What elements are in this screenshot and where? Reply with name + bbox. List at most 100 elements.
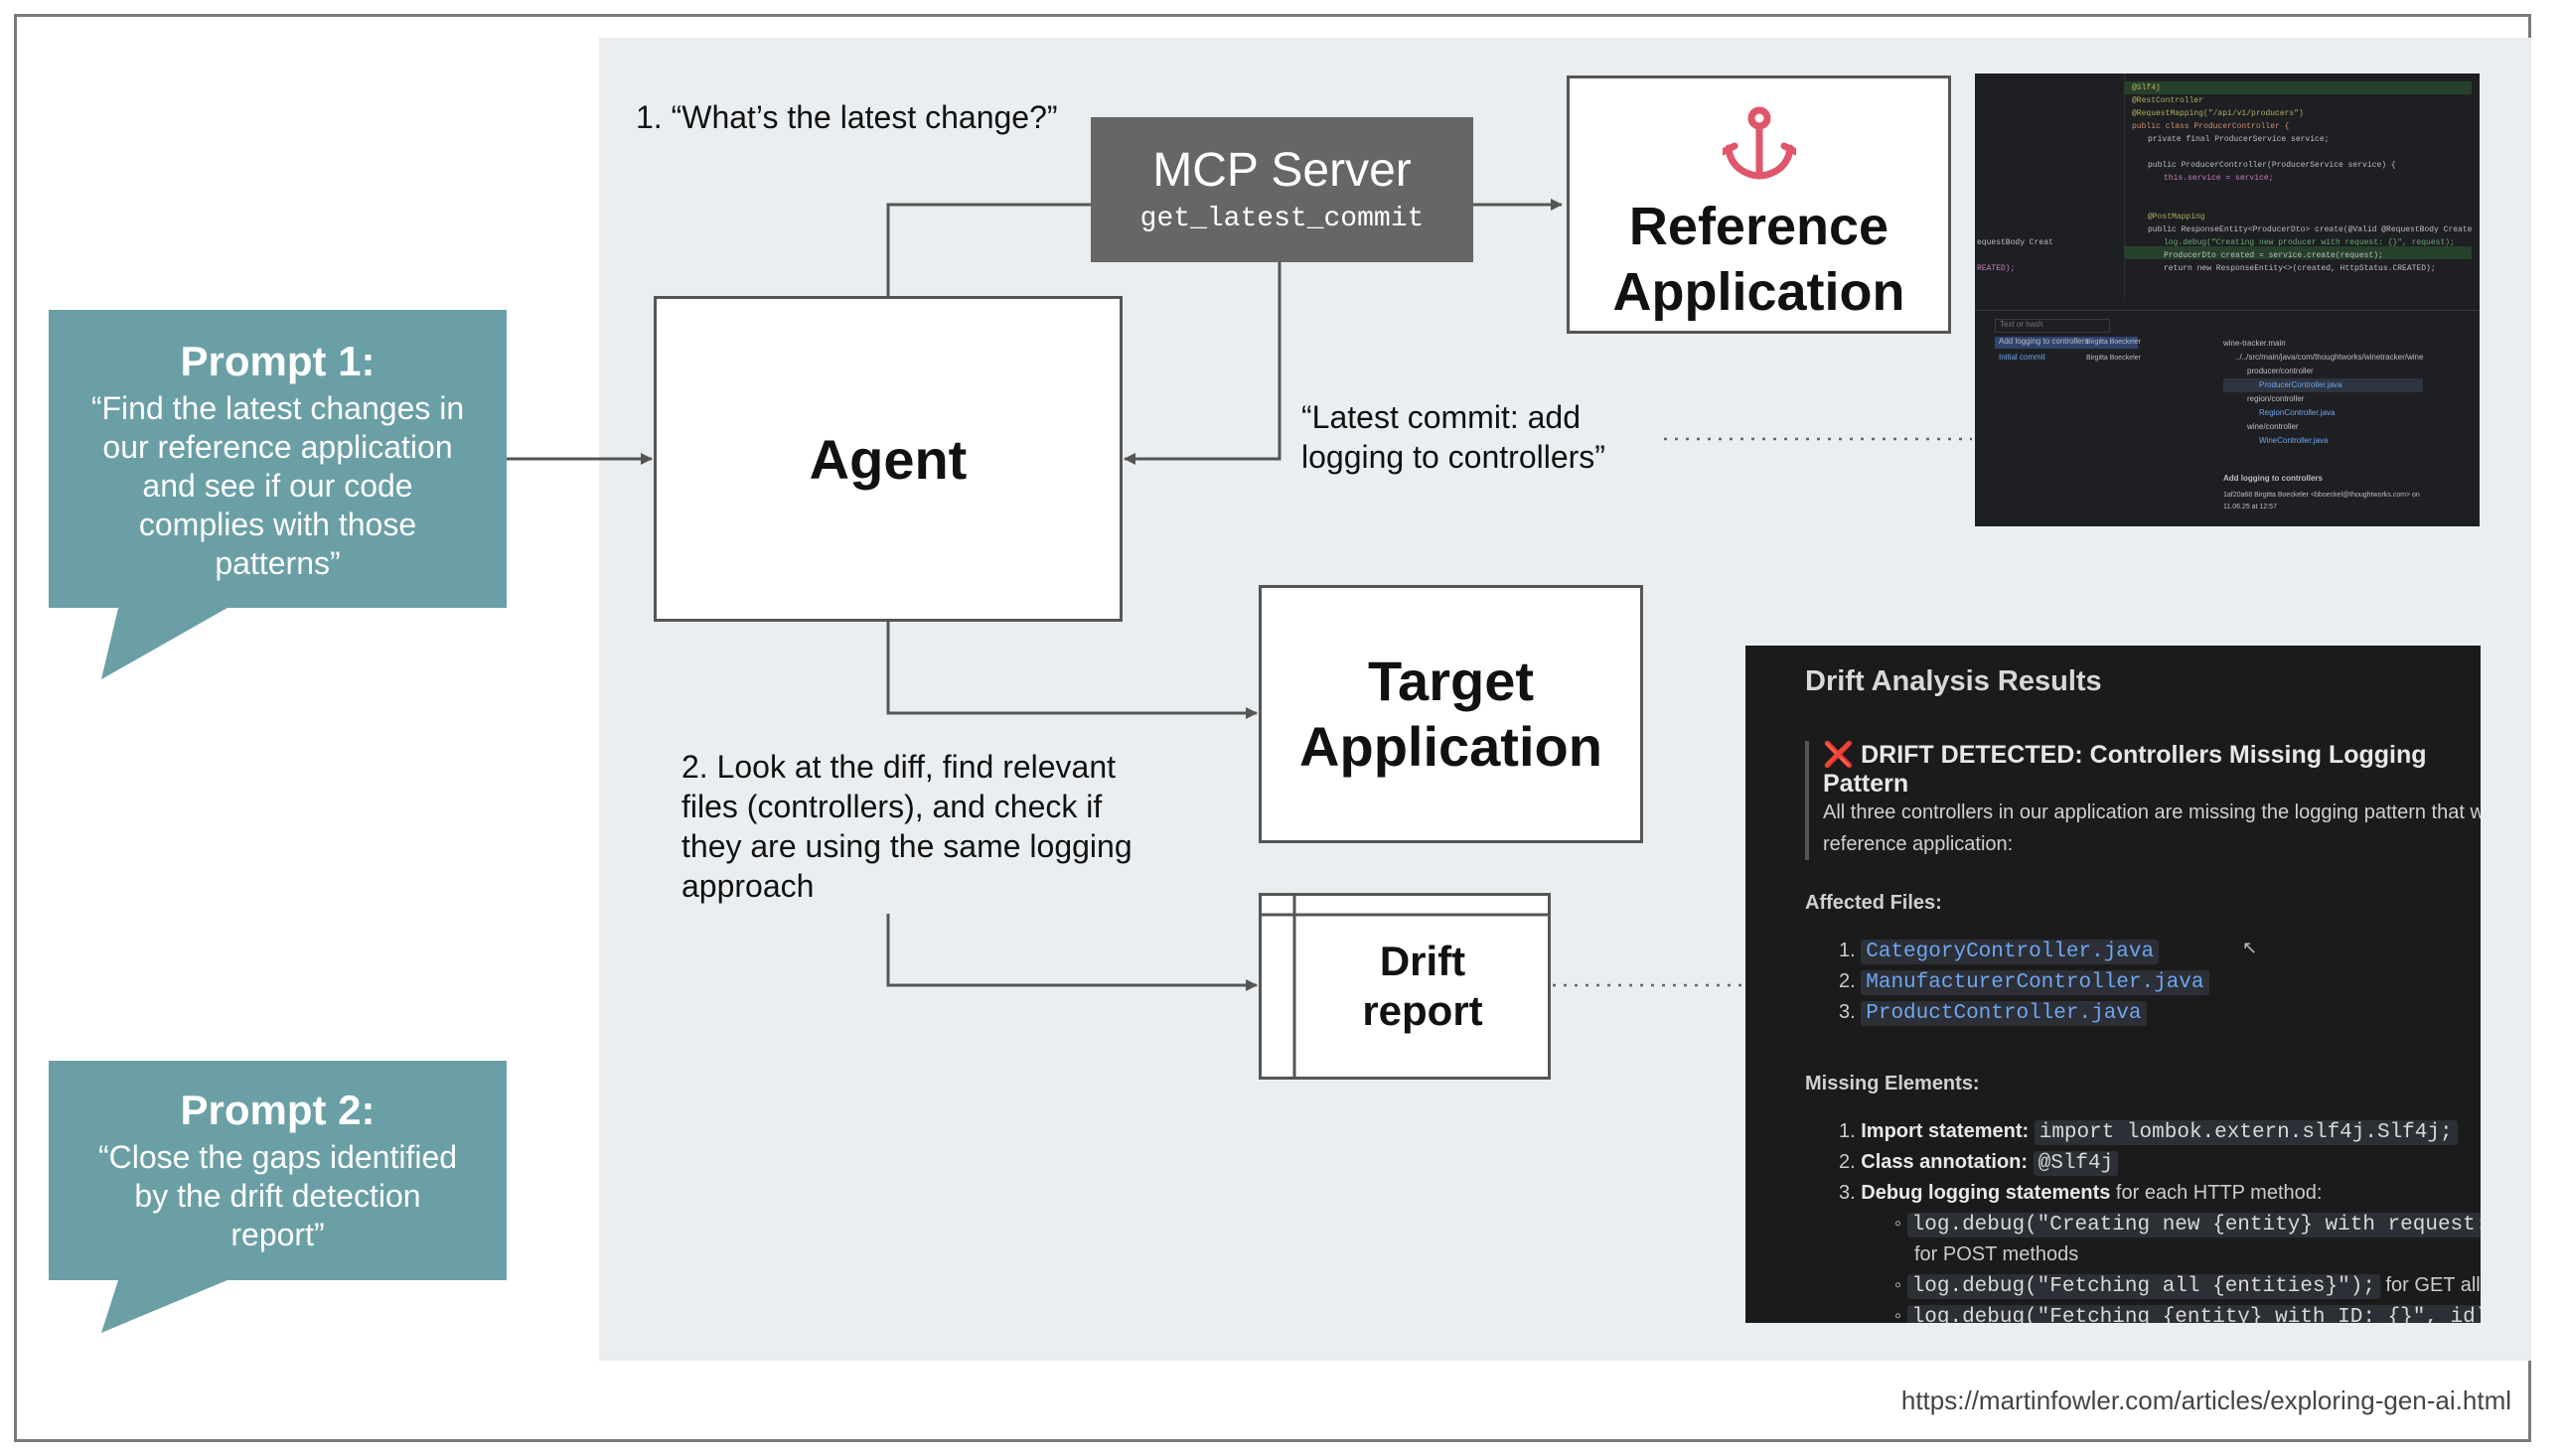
commit-label-line1: “Latest commit: add <box>1301 399 1581 435</box>
drift-summary: All three controllers in our application… <box>1805 797 2481 860</box>
changed-line-highlight <box>2124 81 2472 94</box>
missing-element-item: 2. Class annotation: @Slf4j <box>1839 1151 2119 1176</box>
mcp-server-box: MCP Server get_latest_commit <box>1091 117 1473 262</box>
step2-line: approach <box>681 868 815 904</box>
missing-element-label: Import statement: <box>1861 1120 2030 1142</box>
ide-screenshot: @Slf4j @RestController @RequestMapping("… <box>1975 73 2480 526</box>
drift-line1: Drift <box>1379 938 1466 984</box>
step2-line: they are using the same logging <box>681 828 1132 864</box>
step2-line: 2. Look at the diff, find relevant <box>681 749 1117 785</box>
changed-line-highlight <box>2124 246 2472 259</box>
prompt1-line: complies with those <box>138 507 417 542</box>
tree-item[interactable]: wine-tracker.main <box>2223 339 2286 348</box>
list-number: 1. <box>1839 1120 1856 1142</box>
reference-application-box: Reference Application <box>1567 75 1951 334</box>
drift-summary-line: All three controllers in our application… <box>1823 801 2481 823</box>
missing-element-item: 3. Debug logging statements for each HTT… <box>1839 1182 2322 1205</box>
anchor-icon <box>1722 106 1796 180</box>
missing-element-item: 1. Import statement: import lombok.exter… <box>1839 1120 2458 1145</box>
code-line: log.debug("Creating new producer with re… <box>2164 238 2455 247</box>
mouse-cursor-icon: ↖ <box>2242 938 2258 957</box>
git-search-input[interactable]: Text or hash <box>1995 319 2110 333</box>
affected-files-label: Affected Files: <box>1805 892 1942 914</box>
affected-file-link[interactable]: ProductController.java <box>1861 1001 2147 1026</box>
gutter <box>1975 73 2125 302</box>
mcp-server-tool: get_latest_commit <box>1139 204 1425 234</box>
step2-label: 2. Look at the diff, find relevant files… <box>681 747 1132 906</box>
left-pane-fragment: REATED); <box>1977 264 2016 273</box>
prompt1-line: and see if our code <box>142 468 413 504</box>
agent-to-drift-arrow <box>886 914 1258 991</box>
tree-item[interactable]: ProducerController.java <box>2223 378 2424 392</box>
affected-file-item: 1. CategoryController.java <box>1839 940 2160 964</box>
commit-details-meta: 11.06.25 at 12:57 <box>2223 504 2277 510</box>
tree-item[interactable]: ../../src/main/java/com/thoughtworks/win… <box>2235 353 2424 362</box>
commit-row-selected[interactable]: Add logging to controllers <box>1995 337 2138 349</box>
missing-element-rest: for each HTTP method: <box>2110 1182 2323 1204</box>
drift-summary-line: reference application: <box>1823 833 2014 855</box>
tree-item[interactable]: WineController.java <box>2259 436 2329 445</box>
commit-label: “Latest commit: add logging to controlle… <box>1301 397 1605 477</box>
affected-file-link[interactable]: ManufacturerController.java <box>1861 970 2209 995</box>
code-line: return new ResponseEntity<>(created, Htt… <box>2164 264 2436 273</box>
commit-author: Birgitta Boeckeler <box>2086 355 2141 362</box>
target-line2: Application <box>1299 715 1602 778</box>
code-line: @PostMapping <box>2148 213 2205 221</box>
target-line1: Target <box>1368 650 1534 712</box>
tree-item[interactable]: region/controller <box>2247 394 2305 403</box>
prompt2-bubble: Prompt 2: “Close the gaps identified by … <box>49 1061 507 1280</box>
prompt1-line: patterns” <box>215 545 341 581</box>
code-editor-area: @Slf4j @RestController @RequestMapping("… <box>1975 73 2480 302</box>
changed-files-tree: wine-tracker.main ../../src/main/java/co… <box>2223 337 2424 448</box>
prompt2-line: by the drift detection <box>134 1178 421 1214</box>
drift-results-screenshot: Drift Analysis Results ❌ DRIFT DETECTED:… <box>1745 646 2481 1323</box>
drift-report-box: Drift report <box>1259 893 1551 1080</box>
missing-element-label: Debug logging statements <box>1861 1182 2111 1204</box>
code-text: @Slf4j @RestController @RequestMapping("… <box>2132 81 2472 275</box>
code-line: public ProducerController(ProducerServic… <box>2148 161 2396 170</box>
drift-detected-text: DRIFT DETECTED: Controllers Missing Logg… <box>1823 741 2427 798</box>
prompt1-line: “Find the latest changes in <box>90 390 465 426</box>
affected-file-link[interactable]: CategoryController.java <box>1861 940 2160 964</box>
bullet-item: ◦ log.debug("Creating new {entity} with … <box>1894 1213 2481 1238</box>
drift-detected-heading: ❌ DRIFT DETECTED: Controllers Missing Lo… <box>1805 741 2481 799</box>
tree-item[interactable]: wine/controller <box>2247 422 2299 431</box>
agent-label: Agent <box>809 427 968 491</box>
agent-to-mcp-line <box>886 203 1091 296</box>
commit-message: Add logging to controllers <box>1999 337 2089 346</box>
prompt1-bubble: Prompt 1: “Find the latest changes in ou… <box>49 310 507 608</box>
commit-row[interactable]: Initial commit <box>1995 353 2138 364</box>
list-number: 2. <box>1839 1151 1856 1173</box>
commit-details-meta: 1af20a68 Birgitta Boeckeler <bboeckel@th… <box>2223 492 2420 499</box>
commit-label-line2: logging to controllers” <box>1301 439 1605 475</box>
code-line: public class ProducerController { <box>2132 122 2290 131</box>
tree-item[interactable]: RegionController.java <box>2259 408 2336 417</box>
missing-element-code: import lombok.extern.slf4j.Slf4j; <box>2034 1120 2458 1145</box>
prompt2-heading: Prompt 2: <box>180 1087 376 1133</box>
tree-item[interactable]: producer/controller <box>2247 366 2314 375</box>
prompt2-line: report” <box>230 1217 325 1252</box>
list-number: 3. <box>1839 1182 1856 1204</box>
commit-author: Birgitta Boeckeler <box>2086 339 2141 346</box>
commit-message: Initial commit <box>1999 353 2045 362</box>
annotation-line: @RestController <box>2132 96 2204 105</box>
prompt1-heading: Prompt 1: <box>180 338 376 384</box>
mcp-server-title: MCP Server <box>1152 144 1412 197</box>
drift-results-title: Drift Analysis Results <box>1805 665 2102 697</box>
mcp-to-agent-arrow <box>1124 262 1282 465</box>
document-lines-icon <box>1262 896 1548 1077</box>
commit-details-title: Add logging to controllers <box>2223 474 2323 483</box>
affected-file-item: 3. ProductController.java <box>1839 1001 2147 1026</box>
annotation-line: @Slf4j <box>2132 83 2161 92</box>
code-line: private final ProducerService service; <box>2148 135 2330 144</box>
git-log-panel: Text or hash Add logging to controllers … <box>1975 310 2480 526</box>
prompt1-line: our reference application <box>102 429 453 465</box>
bullet-code: log.debug("Fetching all {entities}"); <box>1906 1274 2380 1299</box>
code-line: ProducerDto created = service.create(req… <box>2164 251 2383 260</box>
step2-line: files (controllers), and check if <box>681 789 1103 824</box>
bullet-item: ◦ log.debug("Fetching {entity} with ID: … <box>1894 1305 2481 1323</box>
code-line: public ResponseEntity<ProducerDto> creat… <box>2148 225 2473 234</box>
affected-file-item: 2. ManufacturerController.java <box>1839 970 2209 995</box>
cross-mark-icon: ❌ <box>1823 741 1855 769</box>
